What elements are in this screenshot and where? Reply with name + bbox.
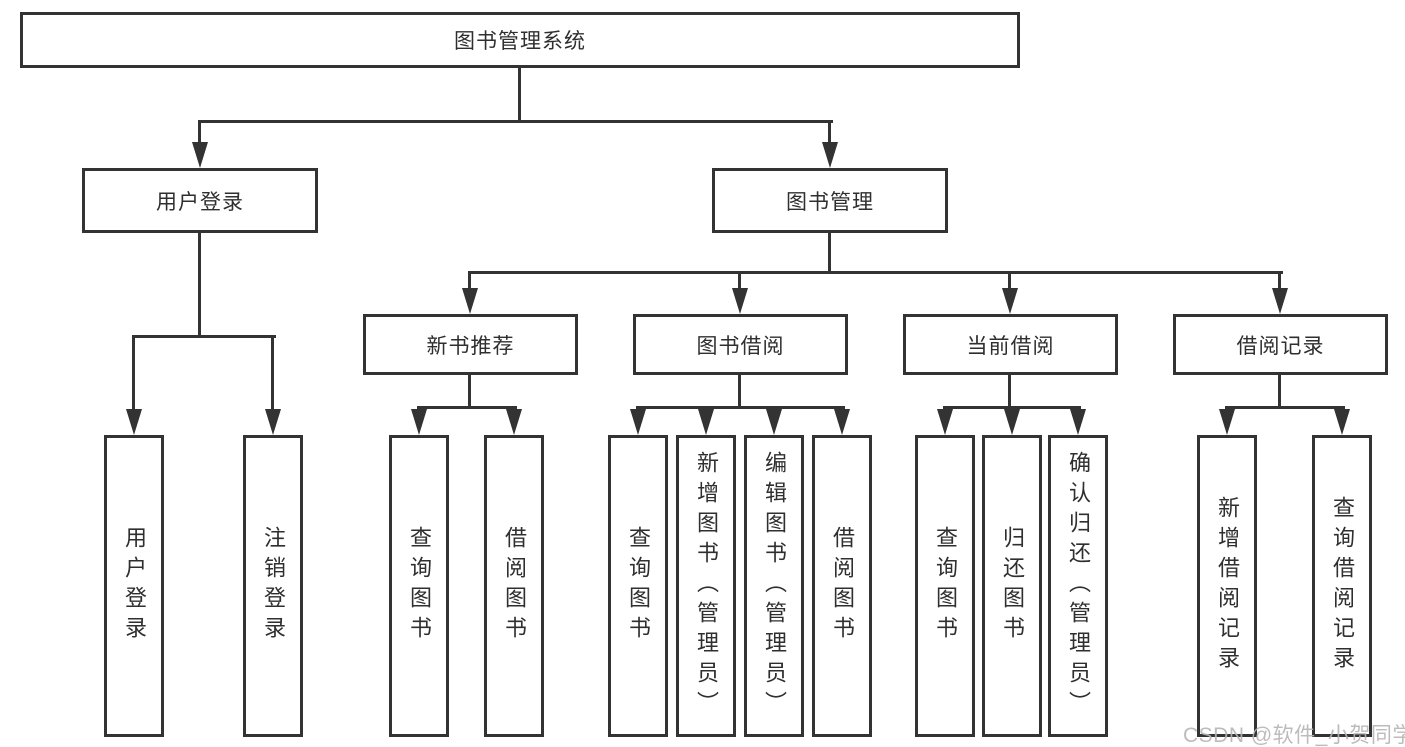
connector-line — [198, 120, 833, 123]
connector-line — [468, 271, 471, 293]
connector-line — [468, 271, 1283, 274]
leaf-add-books-admin: 新增图书（管理员） — [676, 435, 736, 737]
arrowhead-down-icon — [732, 288, 748, 314]
node-label: 归还图书 — [1000, 526, 1025, 646]
node-user-login-module: 用户登录 — [82, 168, 318, 233]
arrowhead-down-icon — [937, 409, 953, 435]
node-label: 用户登录 — [156, 190, 244, 214]
leaf-edit-books-admin: 编辑图书（管理员） — [744, 435, 804, 737]
arrowhead-down-icon — [698, 409, 714, 435]
node-root-library-management-system: 图书管理系统 — [20, 12, 1020, 68]
node-label: 新书推荐 — [426, 334, 515, 358]
node-label: 查询图书 — [933, 526, 958, 646]
node-label: 新增图书（管理员） — [694, 451, 719, 721]
node-label: 图书管理系统 — [454, 30, 586, 53]
node-borrowing-records: 借阅记录 — [1173, 314, 1388, 375]
arrowhead-down-icon — [126, 409, 142, 435]
connector-line — [828, 120, 831, 148]
arrowhead-down-icon — [630, 409, 646, 435]
node-label: 借阅图书 — [502, 526, 527, 646]
leaf-user-login: 用户登录 — [104, 435, 164, 737]
connector-line — [1008, 374, 1011, 408]
csdn-watermark: CSDN @软件_小贺同学 — [1183, 724, 1405, 747]
arrowhead-down-icon — [1334, 409, 1350, 435]
node-new-book-recommendation: 新书推荐 — [363, 314, 578, 375]
arrowhead-down-icon — [1272, 288, 1288, 314]
node-label: 借阅图书 — [830, 526, 855, 646]
arrowhead-down-icon — [766, 409, 782, 435]
connector-line — [1008, 271, 1011, 293]
arrowhead-down-icon — [506, 409, 522, 435]
node-label: 新增借阅记录 — [1215, 496, 1240, 676]
leaf-logout: 注销登录 — [243, 435, 303, 737]
leaf-query-books-2: 查询图书 — [608, 435, 668, 737]
connector-line — [828, 233, 831, 273]
connector-line — [132, 335, 135, 413]
node-label: 查询图书 — [626, 526, 651, 646]
node-label: 图书管理 — [786, 190, 874, 214]
leaf-add-borrow-record: 新增借阅记录 — [1197, 435, 1257, 737]
connector-line — [636, 406, 845, 409]
arrowhead-down-icon — [1219, 409, 1235, 435]
node-book-management-module: 图书管理 — [712, 168, 948, 233]
arrowhead-down-icon — [265, 409, 281, 435]
connector-line — [198, 233, 201, 335]
node-label: 查询借阅记录 — [1330, 496, 1355, 676]
arrowhead-down-icon — [822, 142, 838, 168]
arrowhead-down-icon — [462, 288, 478, 314]
node-label: 确认归还（管理员） — [1066, 451, 1091, 721]
node-label: 当前借阅 — [966, 334, 1055, 358]
leaf-query-books-1: 查询图书 — [389, 435, 449, 737]
connector-line — [1278, 374, 1281, 408]
leaf-borrow-books-1: 借阅图书 — [484, 435, 544, 737]
leaf-query-books-3: 查询图书 — [915, 435, 975, 737]
arrowhead-down-icon — [1004, 409, 1020, 435]
node-label: 借阅记录 — [1236, 334, 1325, 358]
node-label: 图书借阅 — [696, 334, 785, 358]
node-current-borrowing: 当前借阅 — [903, 314, 1118, 375]
arrowhead-down-icon — [1002, 288, 1018, 314]
arrowhead-down-icon — [1070, 409, 1086, 435]
connector-line — [198, 120, 201, 148]
node-book-borrowing: 图书借阅 — [633, 314, 848, 375]
connector-line — [417, 406, 517, 409]
leaf-query-borrow-record: 查询借阅记录 — [1312, 435, 1372, 737]
connector-line — [738, 271, 741, 293]
node-label: 注销登录 — [261, 526, 286, 646]
node-label: 编辑图书（管理员） — [762, 451, 787, 721]
connector-line — [132, 335, 276, 338]
leaf-return-books: 归还图书 — [982, 435, 1042, 737]
arrowhead-down-icon — [192, 142, 208, 168]
connector-line — [738, 374, 741, 408]
connector-line — [518, 68, 521, 120]
node-label: 用户登录 — [122, 526, 147, 646]
leaf-confirm-return-admin: 确认归还（管理员） — [1048, 435, 1108, 737]
connector-line — [468, 374, 471, 408]
node-label: 查询图书 — [407, 526, 432, 646]
arrowhead-down-icon — [834, 409, 850, 435]
leaf-borrow-books-2: 借阅图书 — [812, 435, 872, 737]
arrowhead-down-icon — [411, 409, 427, 435]
connector-line — [271, 335, 274, 413]
connector-line — [1278, 271, 1281, 293]
connector-line — [1225, 406, 1345, 409]
